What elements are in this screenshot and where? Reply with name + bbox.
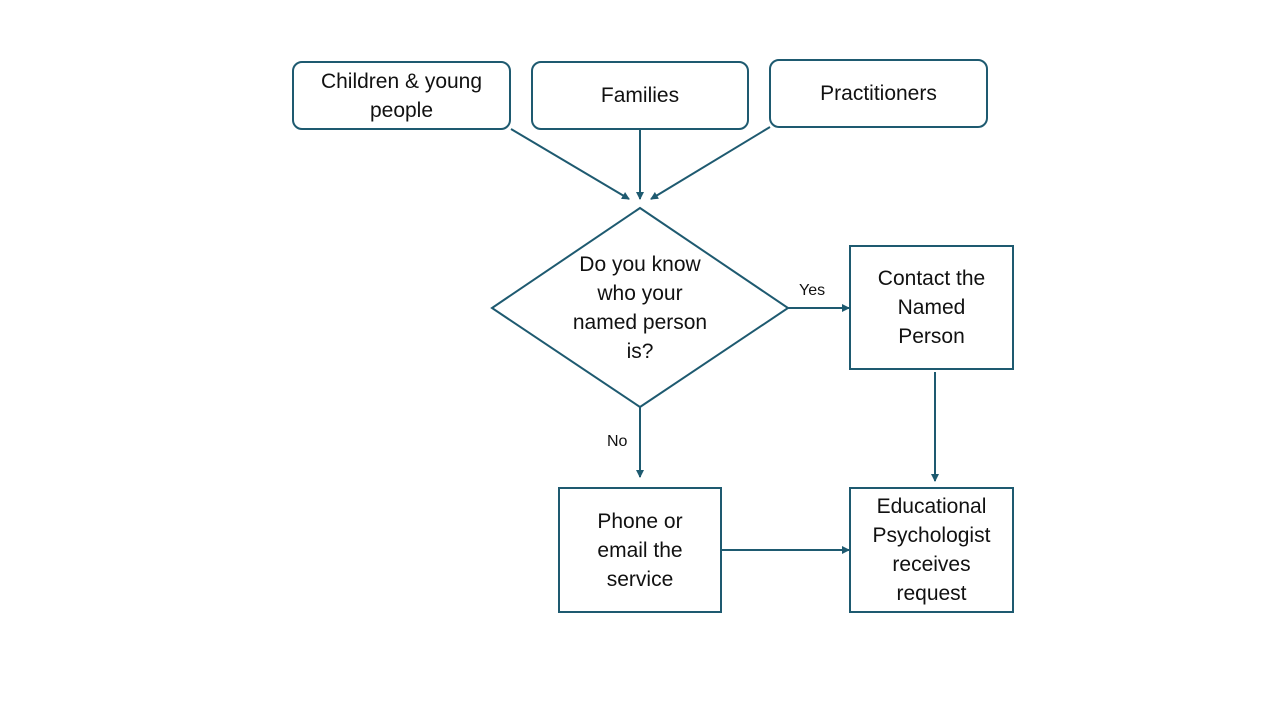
- yes-label: Yes: [799, 282, 826, 299]
- phone-or-email-box: Phone or email the service: [558, 487, 722, 613]
- source-children-young-people: Children & young people: [292, 61, 511, 130]
- decision-question-label: Do you know who your named person is?: [572, 252, 708, 363]
- source-practitioners-label: Practitioners: [820, 82, 937, 105]
- source-children-young-people-label: Children & young people: [320, 69, 483, 122]
- arrow-children-to-decision: [510, 128, 630, 200]
- contact-named-person-box: Contact the Named Person: [849, 245, 1014, 370]
- contact-named-person-label: Contact the Named Person: [877, 267, 986, 348]
- phone-or-email-label: Phone or email the service: [597, 509, 683, 591]
- psychologist-label: Educational Psychologist receives reques…: [872, 495, 991, 605]
- decision-question: Do you know who your named person is?: [492, 208, 788, 407]
- source-practitioners: Practitioners: [769, 59, 988, 128]
- psychologist-box: Educational Psychologist receives reques…: [849, 487, 1014, 613]
- source-families: Families: [531, 61, 749, 130]
- no-label: No: [607, 433, 628, 450]
- arrow-practitioners-to-decision: [650, 126, 771, 200]
- source-families-label: Families: [600, 84, 680, 107]
